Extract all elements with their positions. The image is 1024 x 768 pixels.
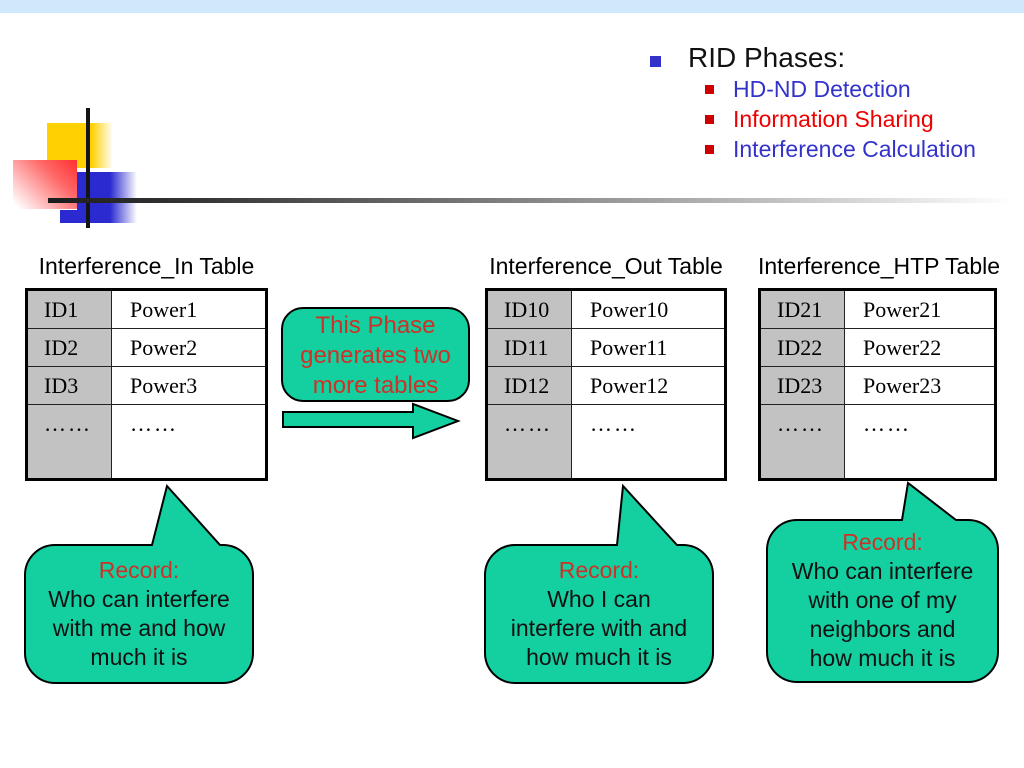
table-row: ID12 Power12 [488,367,724,405]
square-bullet-icon [650,56,661,67]
table-cell-id: …… [488,405,572,478]
table-cell-id: …… [761,405,845,478]
table-interference-in: ID1 Power1 ID2 Power2 ID3 Power3 …… …… [25,288,268,481]
table-cell-power: Power22 [863,334,942,360]
bubble-line: interfere with and [510,615,688,641]
table-cell-power: Power10 [590,296,669,322]
table-cell-id: ID11 [488,329,572,366]
table-row: ID10 Power10 [488,291,724,329]
callout-box-this-phase [281,307,470,402]
bubble-heading: Record: [842,529,923,555]
table-cell-id: ID22 [761,329,845,366]
table-cell-power: …… [863,411,911,436]
bubble-line: how much it is [809,645,956,671]
table-row: ID2 Power2 [28,329,265,367]
bubble-heading: Record: [98,557,180,583]
square-bullet-icon [705,114,714,124]
callout-text: This Phase generates two more tables [281,311,470,401]
bubble-line: how much it is [526,644,672,670]
table-cell-power: Power11 [590,334,668,360]
decor-vertical-line [86,108,90,228]
table-interference-out: ID10 Power10 ID11 Power11 ID12 Power12 …… [485,288,727,481]
phase-item-label: HD-ND Detection [733,75,911,102]
right-arrow-icon [282,402,461,440]
table-cell-power: Power3 [130,372,198,398]
top-accent-bar [0,0,1024,13]
table-row: ID22 Power22 [761,329,994,367]
table-cell-id: ID23 [761,367,845,404]
phase-item-hd-nd-detection: HD-ND Detection [705,74,1010,104]
bubble-text-record-in: Record: Who can interfere with me and ho… [27,556,251,672]
callout-line: generates two [300,342,451,369]
bubble-line: Who can interfere [48,586,230,612]
table-row: …… …… [761,405,994,478]
bubble-text-record-out: Record: Who I can interfere with and how… [487,556,711,672]
phase-item-label: Information Sharing [733,105,934,132]
table-cell-power: …… [130,411,178,436]
table-cell-power: …… [590,411,638,436]
table-cell-id: ID10 [488,291,572,328]
table-row: ID3 Power3 [28,367,265,405]
table-cell-id: ID2 [28,329,112,366]
square-bullet-icon [705,144,714,154]
bubble-line: with one of my [808,587,957,613]
bubble-heading: Record: [558,557,640,583]
bubble-line: Who can interfere [791,558,974,584]
table-row: ID21 Power21 [761,291,994,329]
table-row: ID11 Power11 [488,329,724,367]
table-cell-id: ID12 [488,367,572,404]
bubble-line: with me and how [52,615,226,641]
table-row: …… …… [488,405,724,478]
table-cell-id: ID3 [28,367,112,404]
table-cell-id: …… [28,405,112,478]
rid-phases-list: RID Phases: HD-ND Detection Information … [650,42,1010,164]
bubble-text-record-htp: Record: Who can interfere with one of my… [769,528,996,673]
callout-line: This Phase [315,312,436,339]
table-title-interference-in: Interference_In Table [38,253,255,279]
decor-blue-square-small [60,210,78,223]
table-cell-id: ID21 [761,291,845,328]
table-cell-power: Power2 [130,334,198,360]
bubble-line: much it is [90,644,188,670]
table-row: …… …… [28,405,265,478]
table-row: ID23 Power23 [761,367,994,405]
bubble-line: neighbors and [809,616,956,642]
bubble-line: Who I can [547,586,651,612]
phase-item-label: Interference Calculation [733,135,976,162]
callout-line: more tables [312,372,439,399]
table-cell-power: Power12 [590,372,669,398]
square-bullet-icon [705,84,714,94]
table-cell-id: ID1 [28,291,112,328]
phase-item-information-sharing: Information Sharing [705,104,1010,134]
table-title-interference-out: Interference_Out Table [489,253,723,279]
decor-horizontal-rule [48,198,1014,203]
phases-title: RID Phases: [688,42,846,73]
table-title-interference-htp: Interference_HTP Table [757,253,1001,279]
table-row: ID1 Power1 [28,291,265,329]
table-cell-power: Power21 [863,296,942,322]
phase-item-interference-calculation: Interference Calculation [705,134,1010,164]
table-cell-power: Power23 [863,372,942,398]
table-cell-power: Power1 [130,296,198,322]
table-interference-htp: ID21 Power21 ID22 Power22 ID23 Power23 …… [758,288,997,481]
